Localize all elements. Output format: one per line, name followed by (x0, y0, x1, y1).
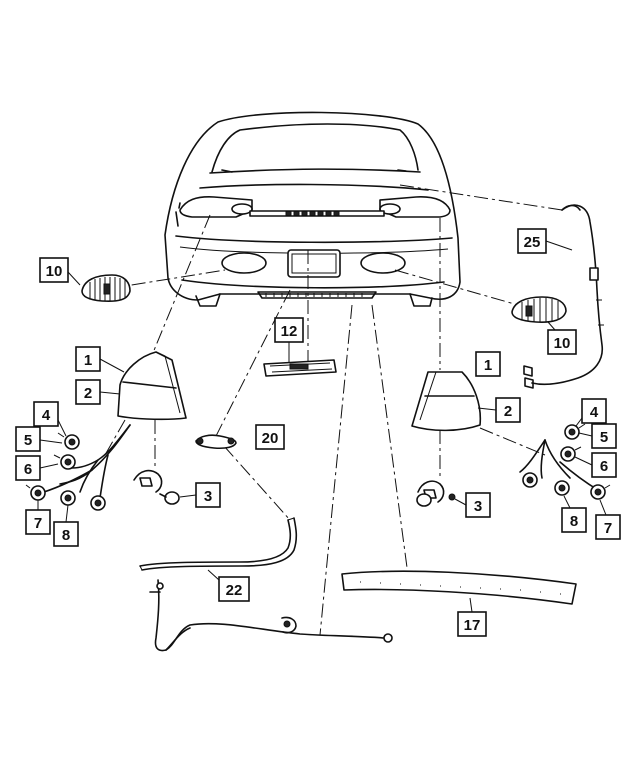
callout-text: 8 (570, 513, 578, 530)
leader-lines (104, 184, 563, 636)
callout-text: 25 (524, 234, 541, 251)
harness-lower (149, 579, 393, 652)
callout-text: 22 (226, 582, 243, 599)
vehicle-rear (164, 111, 461, 307)
callout-8-left: 8 (53, 521, 79, 547)
callout-10-left: 10 (39, 257, 69, 283)
callout-8-right: 8 (561, 507, 587, 533)
callout-1-right: 1 (475, 351, 501, 377)
callout-text: 2 (504, 403, 512, 420)
callout-2-left: 2 (75, 379, 101, 405)
callout-10-right: 10 (547, 329, 577, 355)
callout-text: 7 (34, 515, 42, 532)
rear-badge-lettering (285, 211, 340, 216)
socket-right (416, 480, 456, 507)
callout-text: 6 (24, 461, 32, 478)
callout-2-right: 2 (495, 397, 521, 423)
callout-text: 10 (46, 263, 63, 280)
fascia-molding (341, 570, 577, 605)
callout-7-left: 7 (25, 509, 51, 535)
socket-cluster-left (25, 424, 131, 511)
callout-text: 12 (281, 323, 298, 340)
callout-text: 20 (262, 430, 279, 447)
harness-22 (139, 517, 298, 571)
callout-text: 10 (554, 335, 571, 352)
callout-4-left: 4 (33, 401, 59, 427)
callout-text: 6 (600, 458, 608, 475)
callout-text: 3 (204, 488, 212, 505)
callout-4-right: 4 (581, 398, 607, 424)
callout-22: 22 (218, 576, 250, 602)
callout-20: 20 (255, 424, 285, 450)
callout-1-left: 1 (75, 346, 101, 372)
callout-17: 17 (457, 611, 487, 637)
socket-cluster-right (519, 423, 611, 500)
callout-6-right: 6 (591, 452, 617, 478)
license-lamp (195, 434, 237, 450)
callout-3-right: 3 (465, 492, 491, 518)
callout-text: 5 (600, 429, 608, 446)
callout-text: 2 (84, 385, 92, 402)
callout-text: 1 (484, 357, 492, 374)
callout-3-left: 3 (195, 482, 221, 508)
wiring-harness-right (523, 204, 604, 389)
high-mount-lamp (263, 359, 337, 377)
callout-text: 4 (42, 407, 51, 424)
callout-text: 8 (62, 527, 70, 544)
callout-6-left: 6 (15, 455, 41, 481)
callout-text: 1 (84, 352, 92, 369)
callout-text: 3 (474, 498, 482, 515)
socket-left (133, 469, 180, 505)
side-marker-lamp-left (81, 274, 131, 303)
tail-lamp-right (411, 371, 482, 432)
callout-text: 4 (590, 404, 599, 421)
side-marker-lamp-right (511, 296, 567, 323)
callout-text: 5 (24, 432, 32, 449)
callout-7-right: 7 (595, 514, 621, 540)
callout-25: 25 (517, 228, 547, 254)
callout-5-right: 5 (591, 423, 617, 449)
callout-text: 17 (464, 617, 481, 634)
tail-lamp-left (117, 351, 187, 421)
callout-12: 12 (274, 317, 304, 343)
callout-5-left: 5 (15, 426, 41, 452)
callout-text: 7 (604, 520, 612, 537)
